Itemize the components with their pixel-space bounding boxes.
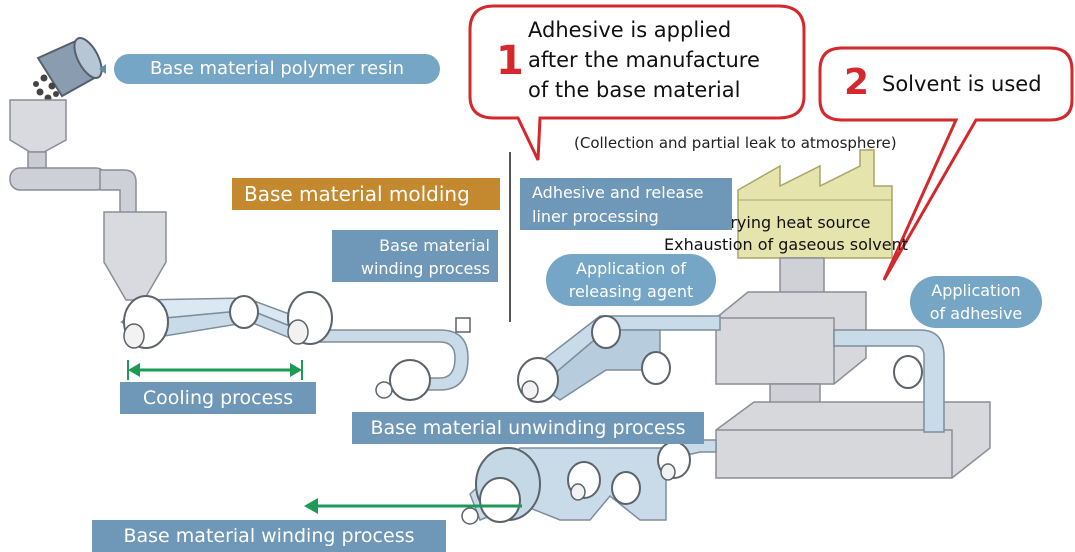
callout-two-text: Solvent is used (882, 72, 1042, 96)
callout-two-number: 2 (844, 62, 870, 103)
label-application-adhesive: Application of adhesive (910, 276, 1042, 328)
callout-bubble-two (818, 46, 1074, 281)
label-cooling: Cooling process (120, 382, 316, 414)
film-line-right (517, 315, 945, 433)
label-releasing-agent: Application of releasing agent (546, 254, 716, 306)
label-adhesive-release: Adhesive and release liner processing (520, 178, 732, 230)
label-unwinding: Base material unwinding process (352, 412, 704, 444)
extruder (9, 99, 167, 301)
callout-one-line-3: of the base material (528, 78, 741, 102)
label-winding-bottom: Base material winding process (92, 520, 446, 552)
bucket-pointer (99, 64, 106, 74)
drying-heat-note: Drying heat source (718, 213, 871, 232)
label-winding-process-top: Base material winding process (332, 230, 498, 282)
label-molding: Base material molding (232, 178, 500, 210)
film-line-left (120, 291, 471, 401)
resin-bucket (33, 37, 103, 102)
callout-one-number: 1 (496, 38, 524, 84)
collection-note: (Collection and partial leak to atmosphe… (574, 134, 897, 152)
callout-one-line-1: Adhesive is applied (528, 18, 732, 42)
film-line-bottom (461, 439, 717, 525)
winding-arrow (304, 498, 522, 514)
label-polymer-resin: Base material polymer resin (114, 54, 440, 84)
cooling-arrow (127, 360, 303, 380)
callout-bubble-one (468, 4, 806, 161)
factory-icon (737, 149, 893, 259)
coating-machine (715, 257, 991, 479)
exhaustion-note: Exhaustion of gaseous solvent (664, 235, 909, 254)
callout-one-line-2: after the manufacture (528, 48, 760, 72)
